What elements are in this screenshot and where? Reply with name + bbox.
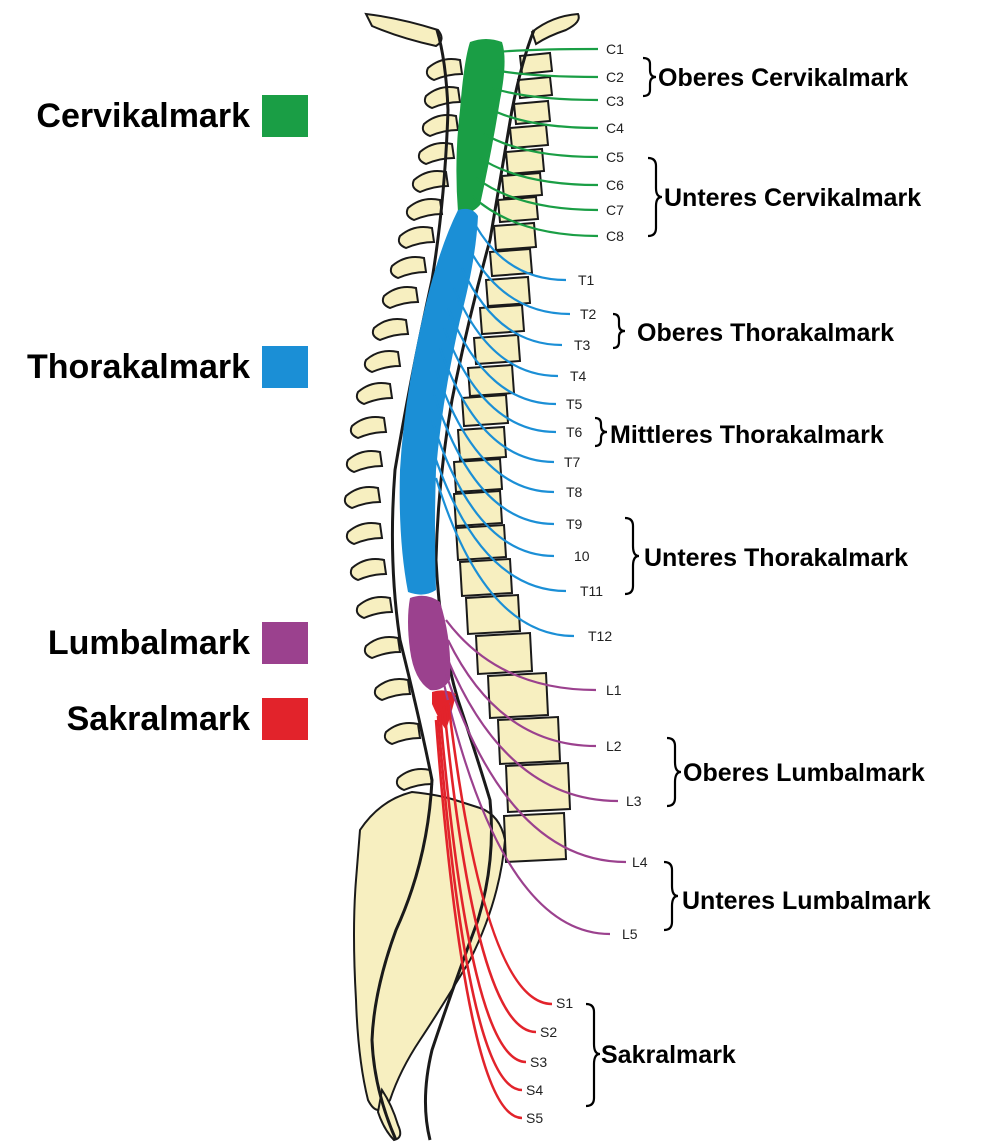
spinous-process bbox=[423, 115, 458, 136]
legend-swatch-lumbar bbox=[262, 622, 308, 664]
spinous-process bbox=[347, 451, 382, 472]
nerve-label-s5: S5 bbox=[526, 1110, 543, 1126]
nerve-label-c8: C8 bbox=[606, 228, 624, 244]
group-label-unteres-cervikalmark: Unteres Cervikalmark bbox=[664, 184, 921, 212]
spinous-process bbox=[373, 319, 408, 340]
nerve-label-c6: C6 bbox=[606, 177, 624, 193]
legend-label-thoracic: Thorakalmark bbox=[27, 348, 250, 386]
skull-base-right bbox=[532, 14, 579, 44]
brace-oberes-cervikalmark bbox=[643, 58, 656, 96]
nerve-label-s1: S1 bbox=[556, 995, 573, 1011]
nerve-label-t12: T12 bbox=[588, 628, 612, 644]
vertebral-body bbox=[510, 125, 548, 148]
spinous-process bbox=[425, 87, 460, 108]
spinous-process bbox=[357, 597, 392, 618]
group-label-oberes-thorakalmark: Oberes Thorakalmark bbox=[637, 319, 894, 347]
lumbar-segment bbox=[408, 596, 450, 691]
brace-sakralmark bbox=[586, 1004, 600, 1106]
vertebral-body bbox=[454, 459, 502, 492]
brace-unteres-thorakalmark bbox=[625, 518, 639, 594]
spinous-process bbox=[407, 199, 442, 220]
legend: Cervikalmark Thorakalmark Lumbalmark Sak… bbox=[27, 95, 308, 740]
vertebral-body bbox=[474, 335, 520, 364]
spinous-process bbox=[385, 723, 420, 744]
vertebral-body bbox=[488, 673, 548, 718]
nerve-label-c2: C2 bbox=[606, 69, 624, 85]
spinous-process bbox=[419, 143, 454, 164]
spinous-process bbox=[357, 383, 392, 404]
nerve-label-c5: C5 bbox=[606, 149, 624, 165]
spinous-process bbox=[391, 257, 426, 278]
vertebral-body bbox=[460, 559, 512, 596]
nerve-label-l2: L2 bbox=[606, 738, 622, 754]
nerve-label-l3: L3 bbox=[626, 793, 642, 809]
brace-unteres-lumbalmark bbox=[664, 862, 678, 930]
group-label-unteres-thorakalmark: Unteres Thorakalmark bbox=[644, 544, 908, 572]
vertebral-body bbox=[506, 763, 570, 812]
legend-label-sacral: Sakralmark bbox=[67, 700, 250, 738]
nerve-label-t11: T11 bbox=[580, 583, 603, 599]
vertebral-body bbox=[468, 365, 514, 396]
nerve-label-t7: T7 bbox=[564, 454, 581, 470]
brace-mittleres-thorakalmark bbox=[595, 418, 607, 446]
spinous-process bbox=[347, 523, 382, 544]
nerve-label-l4: L4 bbox=[632, 854, 648, 870]
nerve-label-l1: L1 bbox=[606, 682, 622, 698]
nerve-label-t3: T3 bbox=[574, 337, 591, 353]
nerve-label-t4: T4 bbox=[570, 368, 587, 384]
spinous-process bbox=[383, 287, 418, 308]
nerve-label-c4: C4 bbox=[606, 120, 624, 136]
nerve-label-c3: C3 bbox=[606, 93, 624, 109]
spinous-process bbox=[397, 769, 432, 790]
vertebral-body bbox=[504, 813, 566, 862]
vertebral-body bbox=[456, 525, 506, 560]
spinous-process bbox=[365, 637, 400, 658]
spinous-process bbox=[375, 679, 410, 700]
spinous-process bbox=[365, 351, 400, 372]
group-label-oberes-lumbalmark: Oberes Lumbalmark bbox=[683, 759, 925, 787]
cervical-segment bbox=[456, 39, 504, 213]
nerve-label-s4: S4 bbox=[526, 1082, 543, 1098]
nerve-label-t6: T6 bbox=[566, 424, 583, 440]
nerve-label-l5: L5 bbox=[622, 926, 638, 942]
legend-label-lumbar: Lumbalmark bbox=[48, 624, 250, 662]
group-label-mittleres-thorakalmark: Mittleres Thorakalmark bbox=[610, 421, 884, 449]
spinous-process bbox=[351, 417, 386, 438]
spinous-process bbox=[345, 487, 380, 508]
nerve-label-10: 10 bbox=[574, 548, 590, 564]
nerve-root-c1 bbox=[496, 49, 598, 52]
vertebral-body bbox=[454, 491, 502, 526]
brace-oberes-lumbalmark bbox=[667, 738, 681, 806]
group-label-oberes-cervikalmark: Oberes Cervikalmark bbox=[658, 64, 908, 92]
nerve-label-t8: T8 bbox=[566, 484, 583, 500]
nerve-label-t9: T9 bbox=[566, 516, 583, 532]
nerve-label-t5: T5 bbox=[566, 396, 583, 412]
nerve-label-t1: T1 bbox=[578, 272, 595, 288]
nerve-label-c7: C7 bbox=[606, 202, 624, 218]
nerve-label-c1: C1 bbox=[606, 41, 624, 57]
legend-swatch-cervical bbox=[262, 95, 308, 137]
region-groups: Oberes Cervikalmark Unteres Cervikalmark… bbox=[586, 58, 931, 1106]
legend-swatch-thoracic bbox=[262, 346, 308, 388]
legend-label-cervical: Cervikalmark bbox=[36, 97, 250, 135]
legend-swatch-sacral bbox=[262, 698, 308, 740]
vertebral-body bbox=[476, 633, 532, 674]
spinous-process bbox=[399, 227, 434, 248]
nerve-label-t2: T2 bbox=[580, 306, 597, 322]
group-label-sakralmark: Sakralmark bbox=[601, 1041, 736, 1069]
skull-base-left bbox=[366, 14, 442, 46]
brace-oberes-thorakalmark bbox=[613, 314, 625, 348]
nerve-label-s3: S3 bbox=[530, 1054, 547, 1070]
group-label-unteres-lumbalmark: Unteres Lumbalmark bbox=[682, 887, 931, 915]
brace-unteres-cervikalmark bbox=[648, 158, 662, 236]
nerve-label-s2: S2 bbox=[540, 1024, 557, 1040]
spinous-process bbox=[351, 559, 386, 580]
